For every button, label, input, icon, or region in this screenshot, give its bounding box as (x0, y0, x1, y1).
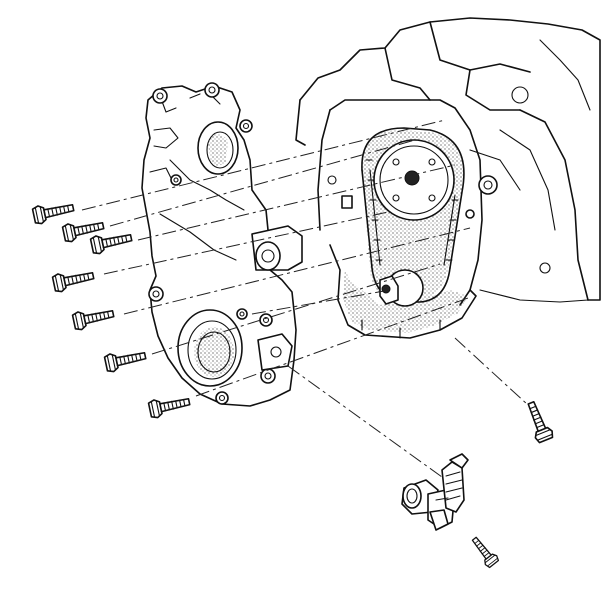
timing-chain-assembly (361, 127, 465, 307)
engine-block (295, 17, 601, 339)
bolt-icon (103, 346, 148, 374)
alignment-lines (81, 119, 529, 491)
front-cover (141, 82, 303, 407)
bolt-icon (51, 266, 96, 294)
bolt-icon (31, 198, 76, 226)
bolt-icon (71, 304, 116, 332)
bolt-icon (89, 228, 134, 256)
sensor-icon (401, 453, 469, 531)
bolt-icon (147, 392, 192, 420)
crankshaft-seal-icon (177, 309, 243, 387)
bolt-icon (521, 398, 556, 445)
bolt-icon (467, 533, 501, 570)
